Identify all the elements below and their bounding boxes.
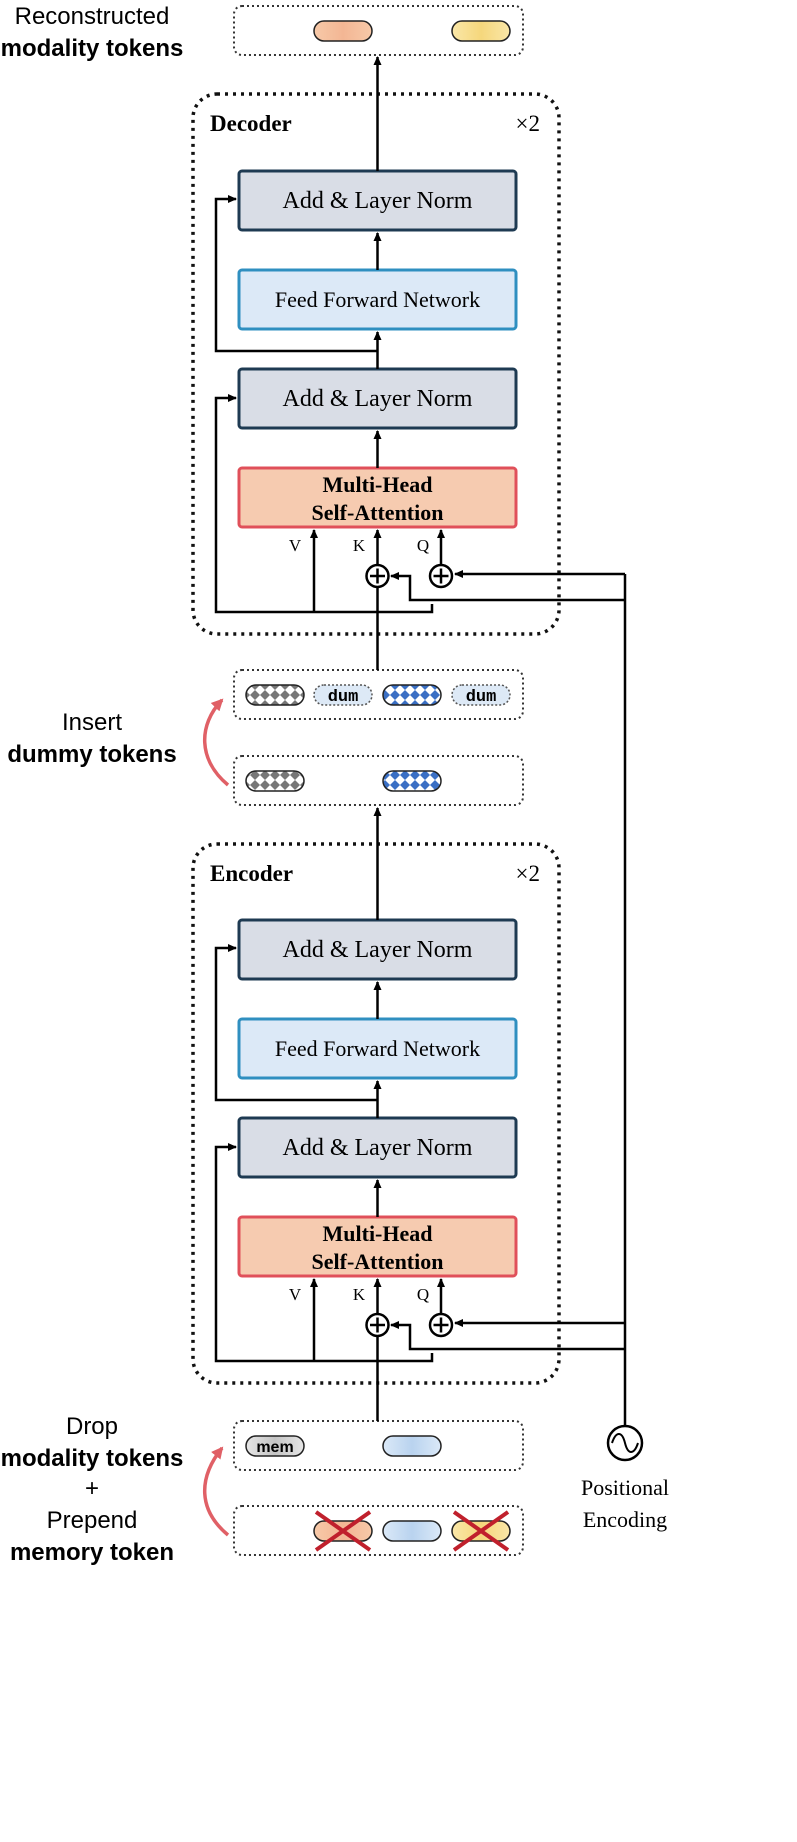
decoder-add-norm-bottom-label: Add & Layer Norm bbox=[283, 386, 473, 412]
blue-pattern-token bbox=[382, 770, 442, 792]
encoder-add-norm-bottom-label: Add & Layer Norm bbox=[283, 1135, 473, 1161]
decoder-ffn-label: Feed Forward Network bbox=[275, 287, 480, 312]
decoder-q-label: Q bbox=[417, 536, 429, 555]
encoder-v-label: V bbox=[289, 1285, 302, 1304]
memory-token bbox=[245, 1435, 305, 1457]
blue-pattern-token bbox=[382, 684, 442, 706]
dummy-tokens-label: dummy tokens bbox=[7, 741, 176, 768]
prepend-label: Prepend bbox=[47, 1507, 138, 1534]
decoder-border bbox=[191, 92, 561, 636]
encoder-mhsa-label-1: Multi-Head bbox=[323, 1221, 433, 1246]
drop-label: Drop bbox=[66, 1413, 118, 1440]
insert-label: Insert bbox=[62, 709, 122, 736]
decoder-k-label: K bbox=[353, 536, 366, 555]
decoder-title: Decoder bbox=[210, 111, 292, 136]
plus-label: + bbox=[85, 1475, 99, 1502]
encoder-border bbox=[191, 842, 561, 1385]
positional-label: Positional bbox=[581, 1475, 669, 1500]
decoder-mhsa-label-2: Self-Attention bbox=[312, 500, 444, 525]
dummy-token-label: dum bbox=[328, 688, 359, 707]
dummy-token bbox=[451, 684, 511, 706]
decoder-v-label: V bbox=[289, 536, 302, 555]
memory-token-label: mem bbox=[256, 1439, 293, 1456]
dummy-token-label: dum bbox=[466, 688, 497, 707]
gray-pattern-token bbox=[245, 684, 305, 706]
drop-curved-arrow bbox=[202, 1446, 230, 1537]
orange-token bbox=[313, 20, 373, 42]
insert-curved-arrow bbox=[202, 698, 230, 787]
yellow-token bbox=[451, 20, 511, 42]
reconstructed-token-row bbox=[233, 5, 524, 56]
blue-token bbox=[382, 1435, 442, 1457]
positional-encoding-wiring bbox=[390, 570, 627, 1425]
encoder-q-label: Q bbox=[417, 1285, 429, 1304]
memory-token-label: memory token bbox=[10, 1539, 174, 1566]
encoder-mhsa-label-2: Self-Attention bbox=[312, 1249, 444, 1274]
encoding-label: Encoding bbox=[583, 1507, 667, 1532]
decoder-add-norm-top-label: Add & Layer Norm bbox=[283, 188, 473, 214]
decoder-mhsa-label-1: Multi-Head bbox=[323, 472, 433, 497]
encoder-repeat: ×2 bbox=[516, 861, 540, 886]
drop-modality-tokens-label: modality tokens bbox=[1, 1445, 184, 1472]
input-token-row bbox=[233, 1505, 524, 1556]
gray-pattern-token bbox=[245, 770, 305, 792]
encoder-k-label: K bbox=[353, 1285, 366, 1304]
encoder-ffn-label: Feed Forward Network bbox=[275, 1036, 480, 1061]
blue-token bbox=[382, 1520, 442, 1542]
drop-cross-icon bbox=[314, 1510, 372, 1552]
modality-tokens-label: modality tokens bbox=[1, 35, 184, 62]
encoder-add-norm-top-label: Add & Layer Norm bbox=[283, 937, 473, 963]
decoder-repeat: ×2 bbox=[516, 111, 540, 136]
encoder-block: Encoder ×2 Add & Layer Norm Feed Forward… bbox=[191, 807, 561, 1421]
encoder-output-row bbox=[233, 755, 524, 806]
decoder-block: Decoder ×2 Add & Layer Norm Feed Forward… bbox=[191, 56, 561, 670]
reconstructed-label: Reconstructed bbox=[15, 3, 170, 30]
encoder-title: Encoder bbox=[210, 861, 293, 886]
dummy-token bbox=[313, 684, 373, 706]
drop-cross-icon bbox=[452, 1510, 510, 1552]
